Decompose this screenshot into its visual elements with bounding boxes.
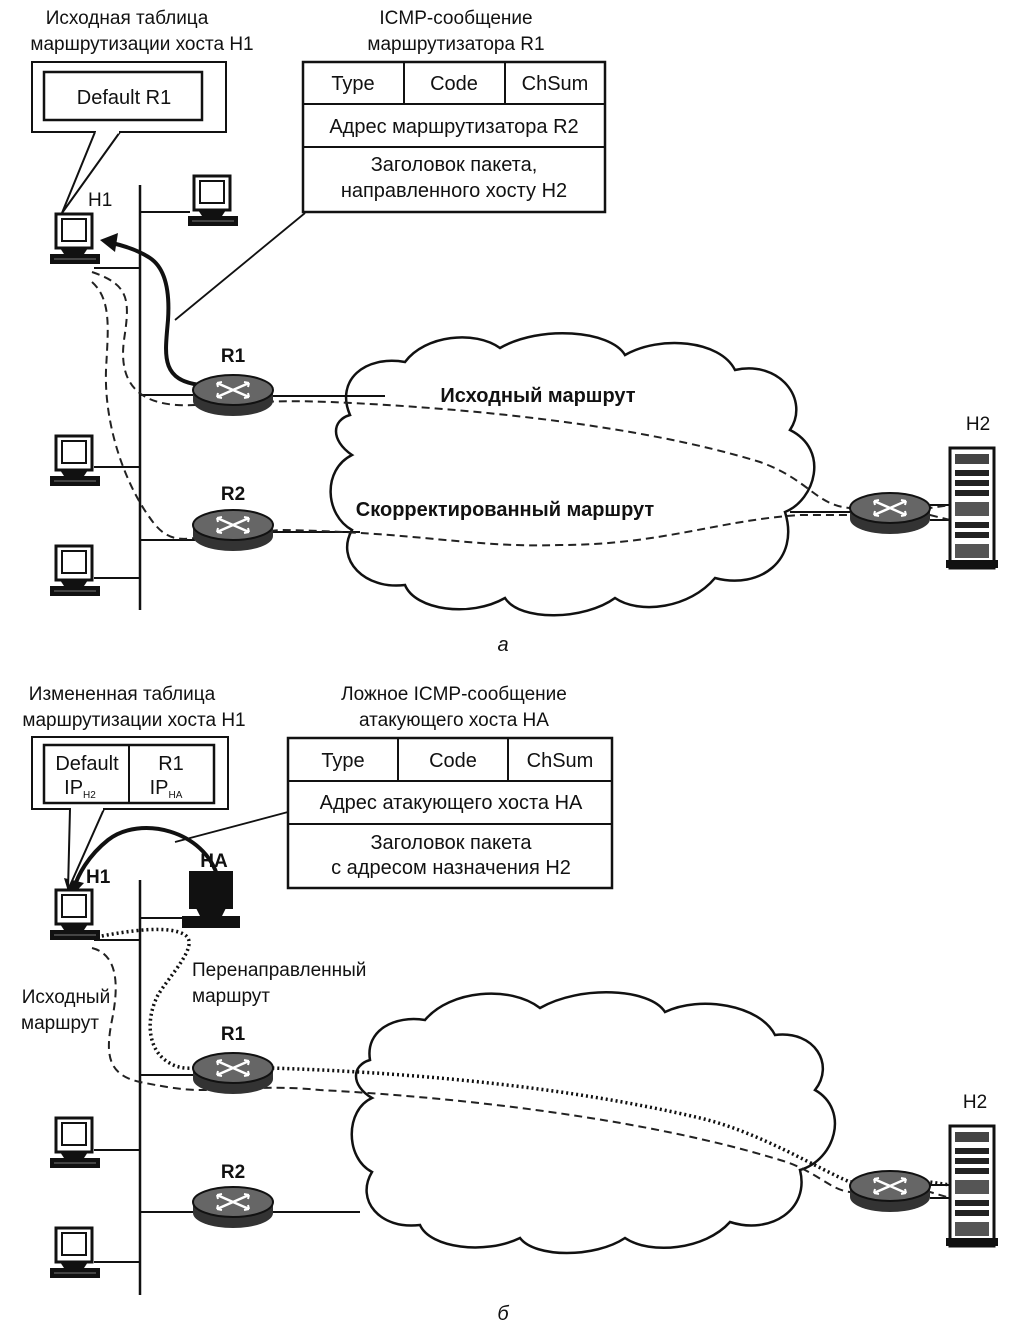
routing-gw-ip-sub: HA bbox=[169, 790, 183, 801]
original-route-line bbox=[91, 271, 951, 509]
field-type: Type bbox=[321, 750, 364, 772]
router-r2-label: R2 bbox=[221, 484, 245, 505]
router-r2-icon bbox=[191, 508, 275, 553]
svg-text:IPH2: IPH2 bbox=[64, 777, 96, 801]
routing-table-title-line1: Исходная таблица bbox=[46, 8, 209, 29]
field-address: Адрес маршрутизатора R2 bbox=[329, 116, 578, 138]
routing-gw-ip: IP bbox=[150, 777, 169, 799]
host-h1-label: H1 bbox=[88, 190, 112, 211]
redirected-route-label-line1: Перенаправленный bbox=[192, 960, 366, 981]
caption-b: б bbox=[497, 1303, 509, 1325]
routing-gw-r1: R1 bbox=[158, 753, 184, 775]
field-header-line2: направленного хосту H2 bbox=[341, 180, 567, 202]
caption-a: а bbox=[497, 634, 508, 656]
field-type: Type bbox=[331, 73, 374, 95]
redirected-route-label-line2: маршрут bbox=[192, 986, 270, 1007]
routing-table-title-line2: маршрутизации хоста H1 bbox=[22, 710, 245, 731]
field-header-line1: Заголовок пакета, bbox=[371, 154, 538, 176]
field-address: Адрес атакующего хоста HA bbox=[320, 792, 583, 814]
workstation-icon bbox=[186, 174, 240, 228]
router-h2-side-icon bbox=[848, 1169, 932, 1214]
panel-b: Default IPH2 R1 IPHA Измененная таблица … bbox=[21, 684, 1000, 1325]
router-h2-side-icon bbox=[848, 491, 932, 536]
network-cloud bbox=[329, 332, 816, 617]
corrected-route-line bbox=[91, 281, 951, 547]
router-r1-icon bbox=[191, 1051, 275, 1096]
svg-text:IPHA: IPHA bbox=[150, 777, 183, 801]
field-chsum: ChSum bbox=[522, 73, 589, 95]
icmp-redirect-arrow bbox=[111, 241, 201, 387]
routing-dest-ip: IP bbox=[64, 777, 83, 799]
icmp-message-box: Type Code ChSum Адрес атакующего хоста H… bbox=[286, 736, 614, 890]
routing-table-title-line2: маршрутизации хоста H1 bbox=[30, 34, 253, 55]
host-h1-icon bbox=[48, 888, 102, 942]
original-route-label: Исходный маршрут bbox=[440, 385, 635, 407]
router-r1-icon bbox=[191, 373, 275, 418]
field-header-line1: Заголовок пакета bbox=[370, 832, 532, 854]
host-h2-label: H2 bbox=[966, 414, 990, 435]
field-code: Code bbox=[430, 73, 478, 95]
icmp-message-box: Type Code ChSum Адрес маршрутизатора R2 … bbox=[301, 60, 607, 214]
icmp-title-line1: Ложное ICMP-сообщение bbox=[341, 684, 567, 705]
panel-a: Default R1 Исходная таблица маршрутизаци… bbox=[30, 8, 1000, 656]
field-header-line2: с адресом назначения H2 bbox=[331, 857, 571, 879]
router-r1-label: R1 bbox=[221, 346, 246, 367]
workstation-icon bbox=[48, 1116, 102, 1170]
field-chsum: ChSum bbox=[527, 750, 594, 772]
workstation-icon bbox=[48, 544, 102, 598]
router-r2-label: R2 bbox=[221, 1162, 245, 1183]
corrected-route-label: Скорректированный маршрут bbox=[356, 499, 655, 521]
server-h2-icon bbox=[944, 446, 1000, 570]
original-route-label-line1: Исходный bbox=[22, 987, 110, 1008]
original-route-line bbox=[91, 947, 951, 1199]
host-ha-label: HA bbox=[200, 851, 228, 872]
host-h2-label: H2 bbox=[963, 1092, 987, 1113]
host-h1-label: H1 bbox=[86, 867, 111, 888]
attacker-ha-icon bbox=[182, 871, 240, 928]
routing-entry: Default R1 bbox=[77, 87, 172, 109]
network-cloud bbox=[350, 991, 837, 1255]
host-h1-icon bbox=[48, 212, 102, 266]
routing-dest-ip-sub: H2 bbox=[83, 790, 96, 801]
router-r2-icon bbox=[191, 1185, 275, 1230]
icmp-title-line2: атакующего хоста HA bbox=[359, 710, 549, 731]
router-r1-label: R1 bbox=[221, 1024, 246, 1045]
routing-table-title-line1: Измененная таблица bbox=[29, 684, 216, 705]
field-code: Code bbox=[429, 750, 477, 772]
server-h2-icon bbox=[944, 1124, 1000, 1248]
routing-table-callout: Default R1 bbox=[31, 61, 227, 214]
routing-table-callout: Default IPH2 R1 IPHA bbox=[31, 736, 229, 891]
workstation-icon bbox=[48, 434, 102, 488]
original-route-label-line2: маршрут bbox=[21, 1013, 99, 1034]
icmp-title-line1: ICMP-сообщение bbox=[379, 8, 532, 29]
fake-icmp-arrow bbox=[72, 826, 220, 889]
icmp-title-line2: маршрутизатора R1 bbox=[367, 34, 544, 55]
routing-dest-default: Default bbox=[55, 753, 119, 775]
workstation-icon bbox=[48, 1226, 102, 1280]
